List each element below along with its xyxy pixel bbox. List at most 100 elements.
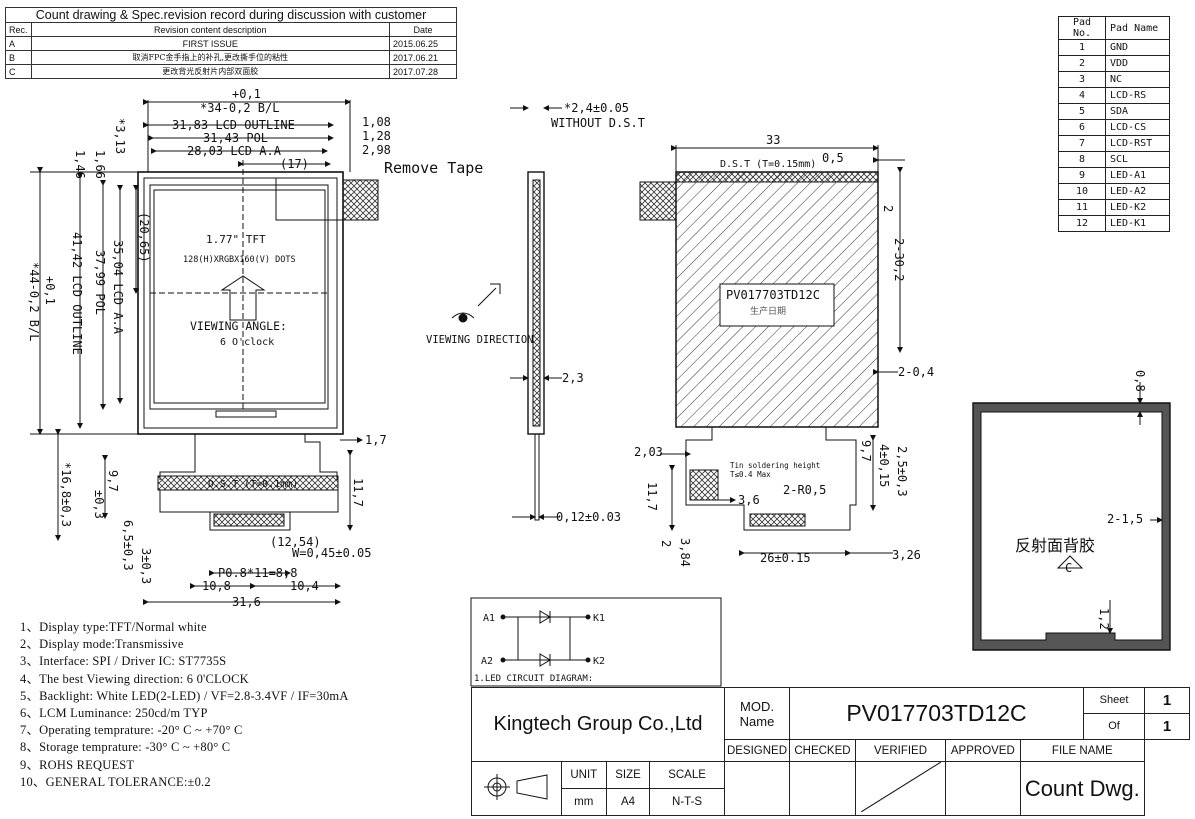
dim-bottom-8: W=0,45±0.05 — [292, 546, 371, 560]
reflector-mark: C — [1065, 561, 1072, 575]
tin-soldering-value: T≤0.4 Max — [730, 470, 771, 479]
dim-bottom-7: (12,54) — [270, 535, 321, 549]
checked-label: CHECKED — [789, 739, 856, 762]
note-item: 8、Storage temprature: -30° C ~ +80° C — [20, 740, 231, 755]
front-view — [30, 99, 379, 605]
back-dim-2: D.S.T (T=0.15mm) — [720, 159, 816, 170]
led-circuit-caption: 1.LED CIRCUIT DIAGRAM: — [474, 674, 593, 684]
back-dim-15: 26±0.15 — [760, 551, 811, 565]
of-value: 1 — [1162, 718, 1172, 735]
back-dim-12: 9,7 — [859, 440, 873, 462]
viewing-direction-label: VIEWING DIRECTION — [426, 334, 533, 346]
note-item: 7、Operating temprature: -20° C ~ +70° C — [20, 723, 243, 738]
company-name: Kingtech Group Co.,Ltd — [471, 687, 725, 762]
revision-date: 2017.07.28 — [389, 64, 457, 79]
dim-front-0: +0,1 — [232, 87, 261, 101]
side-view — [451, 105, 562, 521]
note-item: 1、Display type:TFT/Normal white — [20, 620, 207, 634]
revision-rec: C — [5, 64, 32, 79]
back-dim-8: 2 — [659, 540, 673, 547]
back-dim-13: 4±0,15 — [877, 444, 891, 487]
dim-left-5: 37,99 POL — [93, 250, 107, 315]
remove-tape-label: Remove Tape — [384, 159, 483, 177]
dim-left-2: *3,13 — [113, 118, 127, 154]
back-dim-14: 2,5±0,3 — [895, 446, 909, 497]
dim-left-1: 1,66 — [93, 150, 107, 179]
mod-name-label: MOD. Name — [724, 687, 790, 740]
dim-bottom-2: *16,8±0,3 — [59, 462, 73, 527]
back-dim-11: 2-R0,5 — [783, 483, 826, 497]
dim-front-2: 31,83 LCD OUTLINE — [172, 118, 295, 132]
note-item: 9、ROHS REQUEST — [20, 757, 135, 772]
designed-label: DESIGNED — [724, 739, 790, 762]
dim-bottom-3: 9,7 — [106, 470, 120, 492]
note-item: 10、GENERAL TOLERANCE:±0.2 — [20, 774, 211, 789]
dim-bottom-10: 10,8 — [202, 579, 231, 593]
projection-symbol-icon — [471, 761, 562, 816]
viewing-angle-clock: 6 O'clock — [220, 337, 274, 348]
back-dim-9: 3,84 — [678, 538, 692, 567]
back-dim-10: 3,6 — [738, 493, 760, 507]
model-name: PV017703TD12C — [789, 687, 1084, 740]
back-dim-5: 2-0,4 — [898, 365, 934, 379]
side-thickness: *2,4±0.05 — [564, 101, 629, 115]
dim-front-4: 28,03 LCD A.A — [187, 144, 282, 158]
viewing-angle-label: VIEWING ANGLE: — [190, 319, 287, 333]
file-name-value: Count Dwg. — [1019, 761, 1146, 816]
back-dim-16: 3,26 — [892, 548, 921, 562]
dim-bottom-6: 3±0,3 — [139, 548, 153, 584]
of-label: Of — [1108, 720, 1120, 732]
revision-desc: 更改背光反射片内部双面胶 — [30, 64, 391, 79]
reflector-dim-0: 0,8 — [1133, 370, 1147, 392]
pad-header-no: Pad No. — [1058, 16, 1106, 40]
led-circuit-diagram — [470, 597, 722, 687]
note-item: 5、Backlight: White LED(2-LED) / VF=2.8-3… — [20, 688, 349, 703]
reflector-label: 反射面背胶 — [1015, 536, 1095, 555]
pad-name: LED-K1 — [1105, 215, 1170, 232]
scale-value: N-T-S — [649, 788, 725, 816]
dim-front-5: (17) — [280, 157, 309, 171]
verified-signature-slot — [854, 761, 947, 816]
dim-left-7: +0,1 — [43, 276, 57, 305]
note-item: 4、The best Viewing direction: 6 0'CLOCK — [20, 671, 249, 686]
revision-table: Count drawing & Spec.revision record dur… — [5, 7, 457, 79]
dim-bottom-4: ±0,3 — [92, 490, 106, 519]
reflector-dim-1: 2-1,5 — [1107, 512, 1143, 526]
size-label: SIZE — [605, 761, 651, 789]
scale-label: SCALE — [649, 761, 725, 789]
back-dim-7: 11,7 — [645, 482, 659, 511]
dim-bottom-11: 10,4 — [290, 579, 319, 593]
dim-bottom-5: 6,5±0,3 — [121, 520, 135, 571]
dim-front-1: *34-0,2 B/L — [200, 101, 279, 115]
note-item: 6、LCM Luminance: 250cd/m TYP — [20, 706, 208, 721]
reflector-view — [972, 382, 1171, 651]
led-label-a1: A1 — [483, 613, 495, 624]
back-dim-6: 2,03 — [634, 445, 663, 459]
dim-front-7: 1,28 — [362, 129, 391, 143]
title-block: Kingtech Group Co.,Ltd MOD. Name PV01770… — [471, 687, 1190, 816]
back-dim-3: 2 — [881, 205, 895, 212]
display-resolution: 128(H)XRGBX160(V) DOTS — [183, 255, 296, 265]
sheet-label: Sheet — [1084, 688, 1144, 714]
dim-front-6: 1,08 — [362, 115, 391, 129]
approved-label: APPROVED — [945, 739, 1021, 762]
dim-left-4: 35,04 LCD A.A — [111, 240, 125, 335]
dim-front-8: 2,98 — [362, 143, 391, 157]
note-item: 2、Display mode:Transmissive — [20, 637, 184, 652]
size-value: A4 — [605, 788, 651, 816]
tin-soldering-label: Tin soldering height — [730, 461, 820, 470]
back-label-model: PV017703TD12C — [726, 288, 820, 302]
note-item: 3、Interface: SPI / Driver IC: ST7735S — [20, 654, 227, 669]
dim-left-8: *44-0,2 B/L — [27, 262, 41, 341]
back-dim-1: 0,5 — [822, 151, 844, 165]
dim-left-6: 41,42 LCD OUTLINE — [70, 232, 84, 355]
back-dim-4: 2-30,2 — [892, 238, 906, 281]
unit-label: UNIT — [560, 761, 607, 789]
